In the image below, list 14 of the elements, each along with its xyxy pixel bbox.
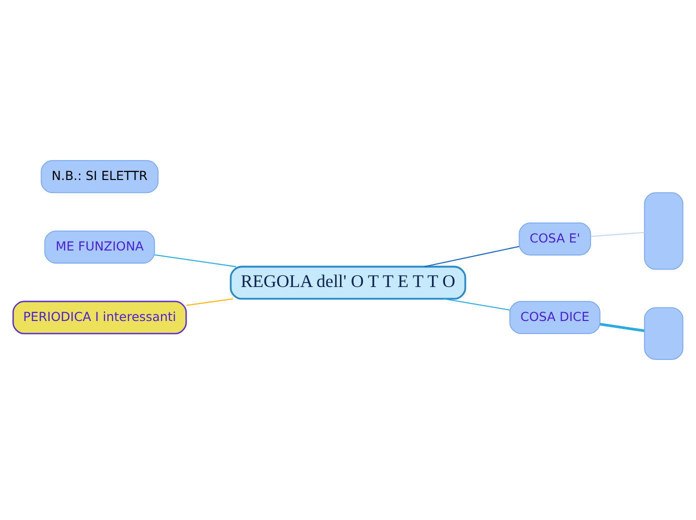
node-box xyxy=(644,307,684,360)
connector xyxy=(600,322,645,332)
connector xyxy=(186,298,233,306)
connector xyxy=(424,246,520,268)
node-box: N.B.: SI ELETTR xyxy=(40,160,158,194)
connector xyxy=(444,298,510,311)
connector xyxy=(590,232,645,237)
node-box xyxy=(644,192,684,270)
node-box: PERIODICA I interessanti xyxy=(12,300,187,334)
node-box: COSA E' xyxy=(518,222,592,256)
connector xyxy=(154,254,236,268)
node-box: REGOLA dell' O T T E T T O xyxy=(230,266,466,300)
node-box: ME FUNZIONA xyxy=(44,230,155,264)
node-box: COSA DICE xyxy=(509,301,600,334)
